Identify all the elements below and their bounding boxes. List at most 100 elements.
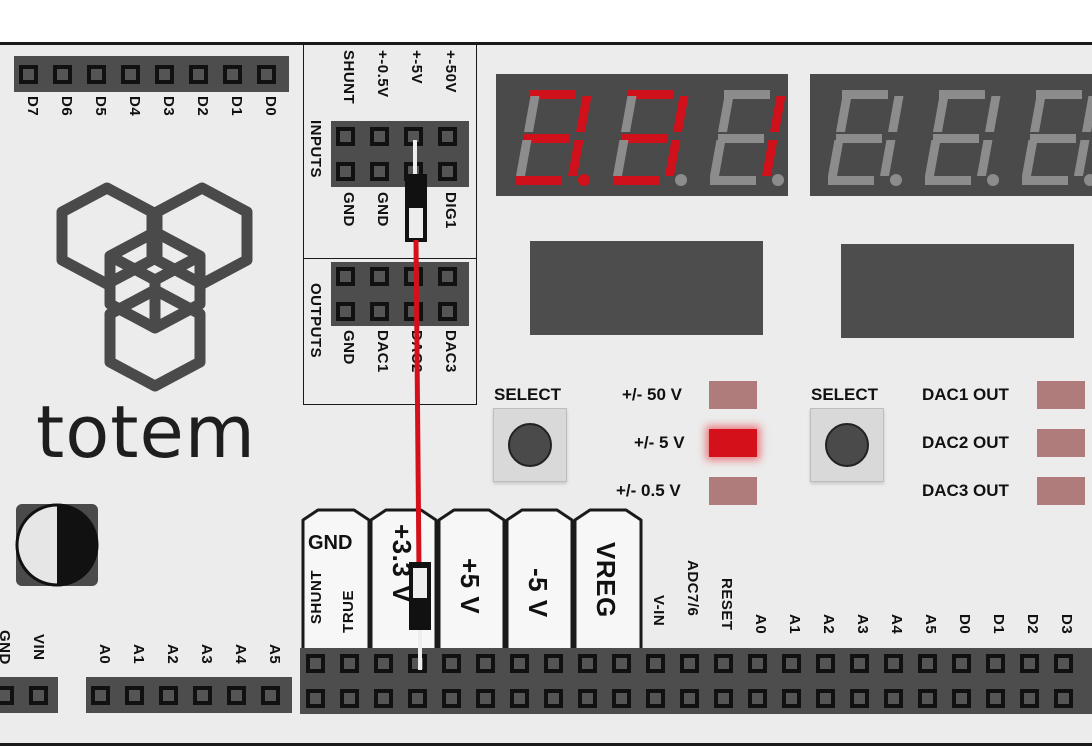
bottom-header-pin[interactable]: [850, 654, 869, 673]
bottom-header-pin[interactable]: [884, 689, 903, 708]
tab-shunt-label: SHUNT: [308, 570, 325, 625]
bottom-header-pin[interactable]: [748, 689, 767, 708]
output-pin-1[interactable]: [336, 267, 355, 286]
bottom-header-pin[interactable]: [1020, 654, 1039, 673]
label-a0-b: A0: [752, 614, 769, 635]
pin-a1[interactable]: [125, 685, 144, 705]
bottom-header-pin[interactable]: [374, 689, 393, 708]
pin-vin[interactable]: [29, 685, 48, 705]
bottom-header-pin[interactable]: [816, 654, 835, 673]
pin-gnd-left[interactable]: [0, 685, 14, 705]
select-button-voltage[interactable]: [493, 408, 567, 482]
input-pin-50v[interactable]: [438, 127, 457, 146]
dac-option-1: DAC1 OUT: [922, 385, 1009, 404]
bottom-header-pin[interactable]: [782, 689, 801, 708]
pin-a0[interactable]: [91, 685, 110, 705]
segment-b: [673, 96, 689, 132]
bottom-header-pin[interactable]: [578, 689, 597, 708]
led-dac1: [1037, 381, 1085, 409]
tab-5v-label: +5 V: [455, 558, 485, 615]
bottom-header-pin[interactable]: [714, 654, 733, 673]
bottom-header-pin[interactable]: [918, 654, 937, 673]
tab-3v3-label: +3.3 V: [387, 524, 417, 603]
label-gnd-left: GND: [0, 630, 13, 665]
bottom-header-pin[interactable]: [510, 689, 529, 708]
bottom-header-pin[interactable]: [986, 689, 1005, 708]
bottom-header-pin[interactable]: [442, 654, 461, 673]
bottom-header-pin[interactable]: [646, 689, 665, 708]
bottom-header-pin[interactable]: [918, 689, 937, 708]
bottom-header-pin[interactable]: [748, 654, 767, 673]
segment-g: [718, 134, 764, 143]
bottom-header-pin[interactable]: [1054, 689, 1073, 708]
bottom-header-pin[interactable]: [510, 654, 529, 673]
pin-a5[interactable]: [261, 685, 280, 705]
bottom-header-pin[interactable]: [816, 689, 835, 708]
select-button-dac[interactable]: [810, 408, 884, 482]
input-pin-0-5v[interactable]: [370, 127, 389, 146]
bottom-header-pin[interactable]: [952, 654, 971, 673]
output-pin-dac3[interactable]: [438, 302, 457, 321]
bottom-header-pin[interactable]: [544, 689, 563, 708]
bottom-header-pin[interactable]: [986, 654, 1005, 673]
output-pin-3[interactable]: [404, 267, 423, 286]
input-pin-shunt[interactable]: [336, 127, 355, 146]
label-5v: +-5V: [408, 50, 425, 85]
output-pin-dac2[interactable]: [404, 302, 423, 321]
bottom-header-pin[interactable]: [612, 654, 631, 673]
bottom-header-pin[interactable]: [408, 654, 427, 673]
bottom-header-pin[interactable]: [646, 654, 665, 673]
input-pin-5v[interactable]: [404, 127, 423, 146]
main-bottom-header: [300, 648, 1092, 714]
bottom-header-pin[interactable]: [1020, 689, 1039, 708]
bottom-header-pin[interactable]: [340, 689, 359, 708]
input-pin-gnd2[interactable]: [370, 162, 389, 181]
pin-d6[interactable]: [53, 64, 72, 84]
pin-d1[interactable]: [223, 64, 242, 84]
led-0-5v: [709, 477, 757, 505]
bottom-header-pin[interactable]: [782, 654, 801, 673]
bottom-header-pin[interactable]: [680, 689, 699, 708]
input-pin-dig1-a[interactable]: [404, 162, 423, 181]
segment-d: [1022, 176, 1068, 185]
label-a3-b: A3: [854, 614, 871, 635]
decimal-point: [578, 174, 590, 186]
pin-a2[interactable]: [159, 685, 178, 705]
bottom-header-pin[interactable]: [306, 654, 325, 673]
bottom-header-pin[interactable]: [340, 654, 359, 673]
pin-d2[interactable]: [189, 64, 208, 84]
bottom-header-pin[interactable]: [476, 654, 495, 673]
bottom-header-pin[interactable]: [306, 689, 325, 708]
bottom-header-pin[interactable]: [408, 689, 427, 708]
bottom-header-pin[interactable]: [612, 689, 631, 708]
bottom-header-pin[interactable]: [476, 689, 495, 708]
bottom-header-pin[interactable]: [544, 654, 563, 673]
pin-d7[interactable]: [19, 64, 38, 84]
bottom-header-pin[interactable]: [884, 654, 903, 673]
pin-a3[interactable]: [193, 685, 212, 705]
bottom-header-pin[interactable]: [714, 689, 733, 708]
input-pin-gnd1[interactable]: [336, 162, 355, 181]
pin-d5[interactable]: [87, 64, 106, 84]
pin-d4[interactable]: [121, 64, 140, 84]
output-pin-4[interactable]: [438, 267, 457, 286]
bottom-header-pin[interactable]: [680, 654, 699, 673]
bottom-header-pin[interactable]: [850, 689, 869, 708]
output-pin-gnd[interactable]: [336, 302, 355, 321]
bottom-header-pin[interactable]: [952, 689, 971, 708]
output-pin-2[interactable]: [370, 267, 389, 286]
bottom-header-pin[interactable]: [442, 689, 461, 708]
pin-d0[interactable]: [257, 64, 276, 84]
outputs-title: OUTPUTS: [307, 283, 324, 359]
button-cap: [825, 423, 869, 467]
pin-d3[interactable]: [155, 64, 174, 84]
segment-a: [627, 90, 673, 99]
input-pin-dig1[interactable]: [438, 162, 457, 181]
output-pin-dac1[interactable]: [370, 302, 389, 321]
pin-a4[interactable]: [227, 685, 246, 705]
bottom-header-pin[interactable]: [578, 654, 597, 673]
label-a1: A1: [130, 644, 147, 665]
segment-e: [516, 140, 532, 176]
bottom-header-pin[interactable]: [1054, 654, 1073, 673]
bottom-header-pin[interactable]: [374, 654, 393, 673]
